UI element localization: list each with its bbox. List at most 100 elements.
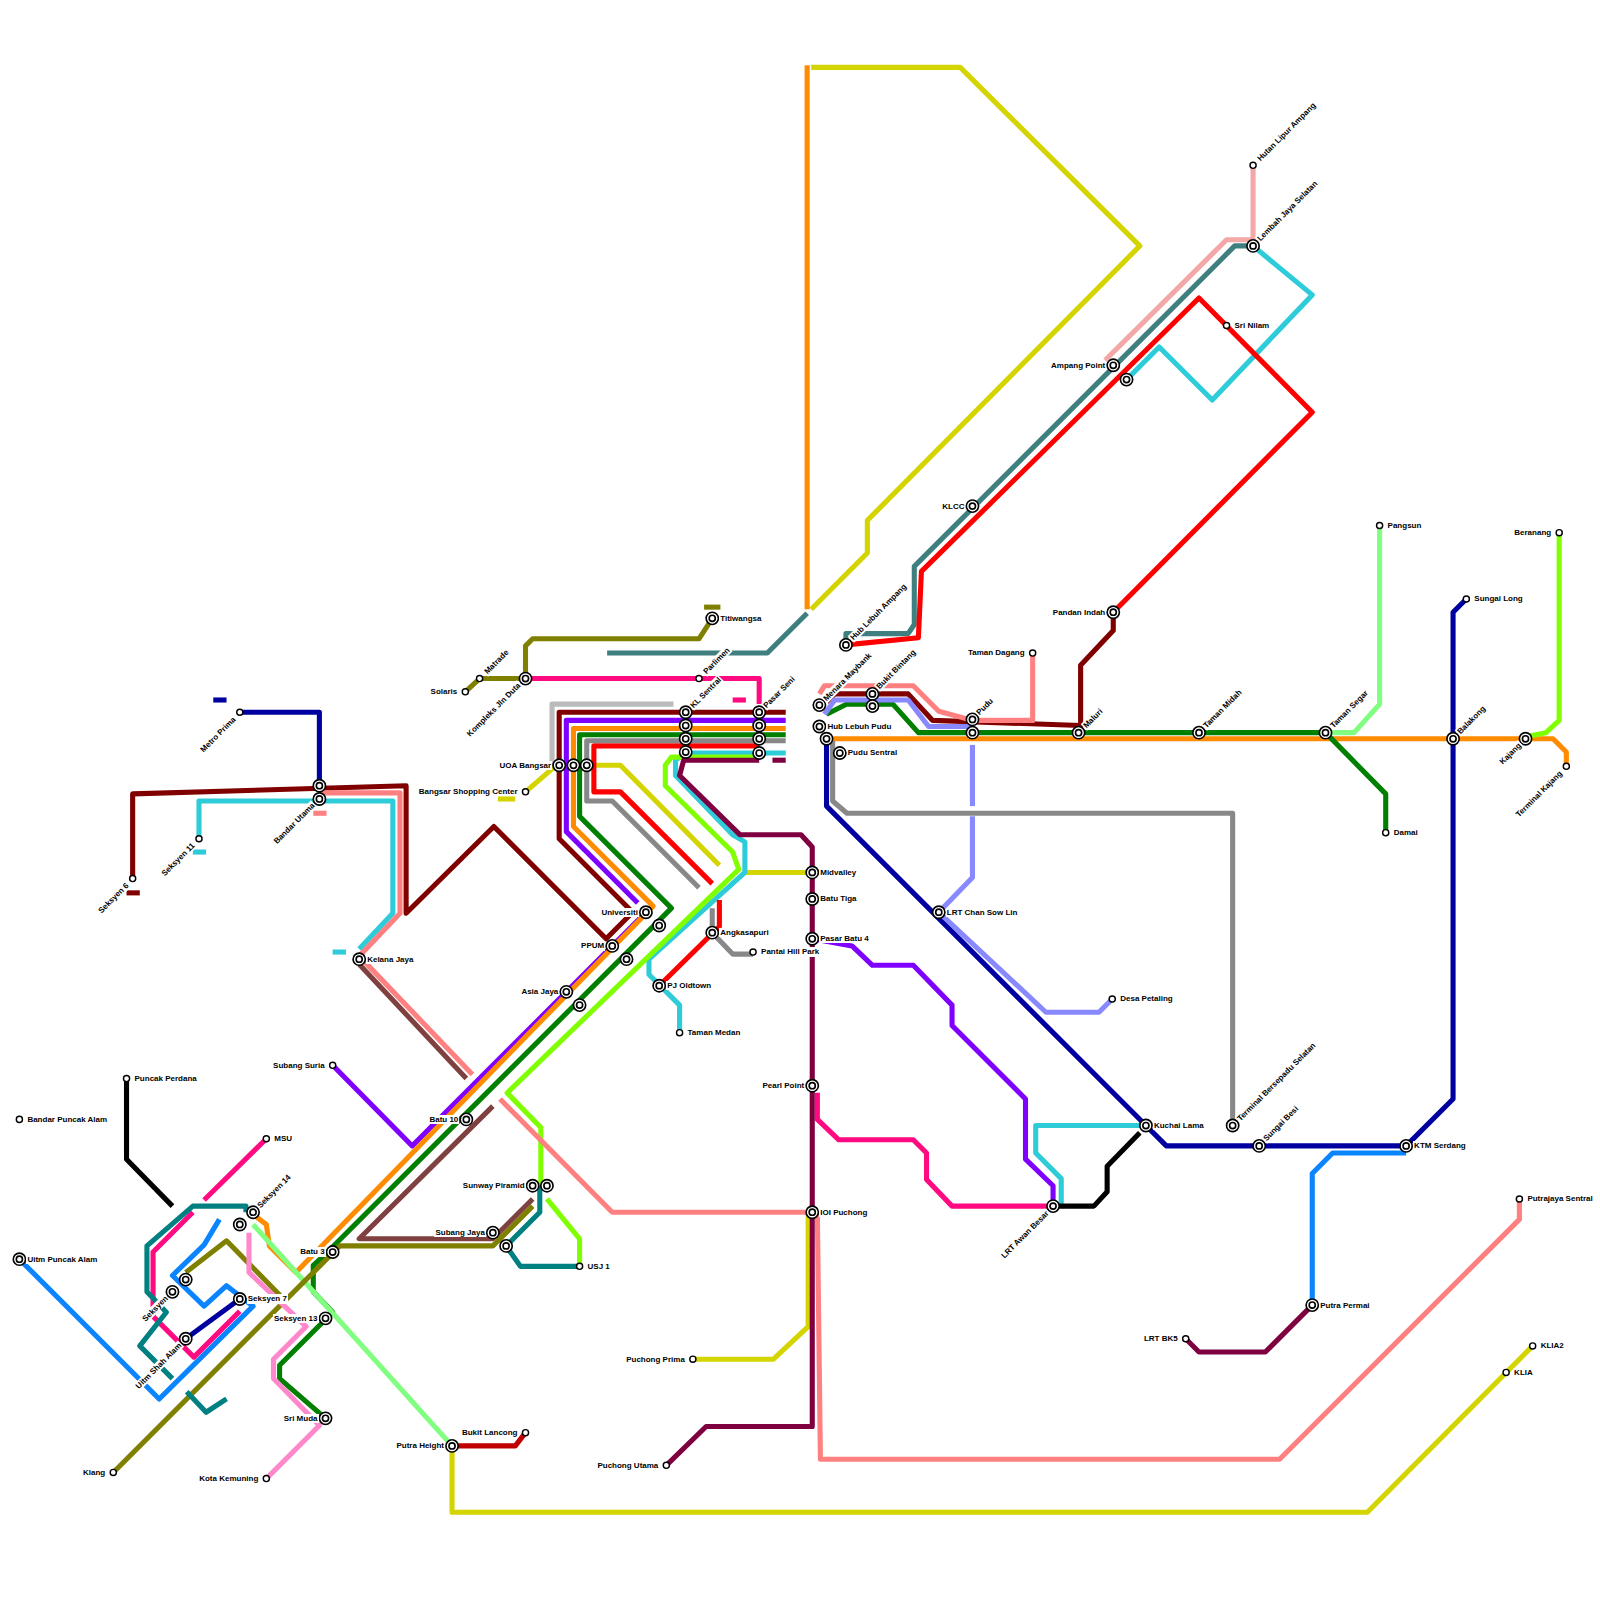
station-label: Menara Maybank <box>821 650 874 703</box>
station-label: Sri Muda <box>283 1414 319 1423</box>
station-label: LRT BK5 <box>1143 1334 1179 1343</box>
rail-line <box>1326 526 1380 733</box>
rail-line <box>587 765 720 865</box>
rail-line <box>827 612 1114 725</box>
station-label: Kelana Jaya <box>366 955 414 964</box>
rail-line <box>827 599 1467 1146</box>
station-label: Universiti <box>600 908 638 917</box>
station-label: Seksyen 14 <box>255 1172 294 1211</box>
rail-line <box>666 760 812 1465</box>
station-label: Putra Height <box>395 1441 445 1450</box>
station-label: KLCC <box>941 502 965 511</box>
station-label: Sungai Long <box>1473 594 1523 603</box>
station-label: Batu 10 <box>428 1115 459 1124</box>
station-label: Seksyen 13 <box>273 1314 319 1323</box>
rail-line <box>500 1099 812 1212</box>
rail-line <box>249 1233 319 1479</box>
station-label: UOA Bangsar <box>498 761 552 770</box>
rail-line <box>1053 1133 1140 1206</box>
rail-line <box>1186 1305 1313 1352</box>
rail-line <box>970 745 975 806</box>
station-label: USJ 1 <box>587 1262 611 1271</box>
station-label: Seksyen 7 <box>247 1294 288 1303</box>
station-label: Midvalley <box>819 868 857 877</box>
station-label: Bandar Puncak Alam <box>26 1115 108 1124</box>
station-label: Pudu <box>974 696 996 718</box>
rail-line <box>204 1139 266 1200</box>
station-label: Parlimen <box>701 645 733 677</box>
station-label: Klang <box>82 1468 106 1477</box>
station-label: Metro Prima <box>197 714 238 755</box>
rail-line <box>693 1214 808 1359</box>
rail-line <box>547 1199 580 1266</box>
station-label: Seksyen 6 <box>95 880 131 916</box>
station-label: Pudu Sentral <box>847 748 898 757</box>
rail-line <box>140 1206 246 1378</box>
station-label: Bandar Utama <box>271 801 317 847</box>
station-label: Desa Petaling <box>1119 994 1173 1003</box>
station-label: Batu 3 <box>299 1247 325 1256</box>
rail-line <box>939 912 1112 1012</box>
rail-line <box>939 816 973 912</box>
rail-line <box>253 1224 452 1445</box>
rail-line <box>153 1212 240 1357</box>
rail-line <box>113 1206 532 1472</box>
rail-line <box>213 697 226 702</box>
station-label: Pasar Batu 4 <box>819 934 869 943</box>
rail-line <box>733 697 746 702</box>
station-label: Damai <box>1393 828 1419 837</box>
station-label: Beranang <box>1513 528 1552 537</box>
rail-line <box>704 605 720 610</box>
station-label: Maluri <box>1080 706 1105 731</box>
rail-line <box>199 801 393 949</box>
station-label: Angkasapuri <box>719 928 769 937</box>
station-label: Hub Lebuh Pudu <box>826 722 892 731</box>
station-label: KTM Serdang <box>1413 1141 1467 1150</box>
station-label: Sunway Piramid <box>462 1181 526 1190</box>
station-label: PPUM <box>580 941 605 950</box>
station-label: Terminal Bersepadu Selatan <box>1234 1040 1318 1124</box>
rail-line <box>127 1079 173 1207</box>
station-label: Pearl Point <box>761 1081 805 1090</box>
station-label: Kompleks Jln Duta <box>465 680 524 739</box>
rail-line <box>319 793 472 1075</box>
rail-line <box>552 704 673 765</box>
interchange-stations <box>13 240 1531 1452</box>
station-label: IOI Puchong <box>819 1208 868 1217</box>
station-label: Hub Lebuh Ampang <box>848 582 909 643</box>
rail-line <box>507 757 759 1186</box>
station-label: Sri Nilam <box>1234 321 1271 330</box>
rail-line <box>280 735 786 1419</box>
station-label: Bukit Bintang <box>874 647 919 692</box>
rail-line <box>1526 533 1560 737</box>
station-label: MSU <box>273 1134 293 1143</box>
station-label: Subang Jaya <box>434 1228 485 1237</box>
station-label: Kota Kemuning <box>198 1474 259 1483</box>
station-label: Bukit Lancong <box>461 1428 519 1437</box>
station-label: Pangsun <box>1387 521 1423 530</box>
station-label: Taman Midah <box>1201 687 1245 731</box>
station-label: PJ Oldtown <box>666 981 712 990</box>
station-label: LRT Awan Besar <box>999 1208 1052 1261</box>
station-label: Matrade <box>481 647 511 677</box>
station-label: Sungai Besi <box>1261 1104 1301 1144</box>
rail-line <box>817 1093 1053 1206</box>
station-label: Balakong <box>1455 704 1488 737</box>
rail-line <box>498 796 515 801</box>
station-label: Puncak Perdana <box>134 1074 198 1083</box>
station-label: Subang Suria <box>272 1061 326 1070</box>
rail-line <box>465 618 712 691</box>
station-label: Uitm Puncak Alam <box>26 1255 98 1264</box>
rail-line <box>333 949 346 954</box>
rail-line <box>833 741 1233 1126</box>
station-label: Taman Segar <box>1327 688 1370 731</box>
station-label: Asia Jaya <box>520 987 559 996</box>
rail-line <box>559 712 786 912</box>
rail-line <box>240 712 320 785</box>
station-label: LRT Chan Sow Lin <box>946 908 1019 917</box>
station-label: Putrajaya Sentral <box>1526 1194 1593 1203</box>
rail-line <box>772 758 785 763</box>
